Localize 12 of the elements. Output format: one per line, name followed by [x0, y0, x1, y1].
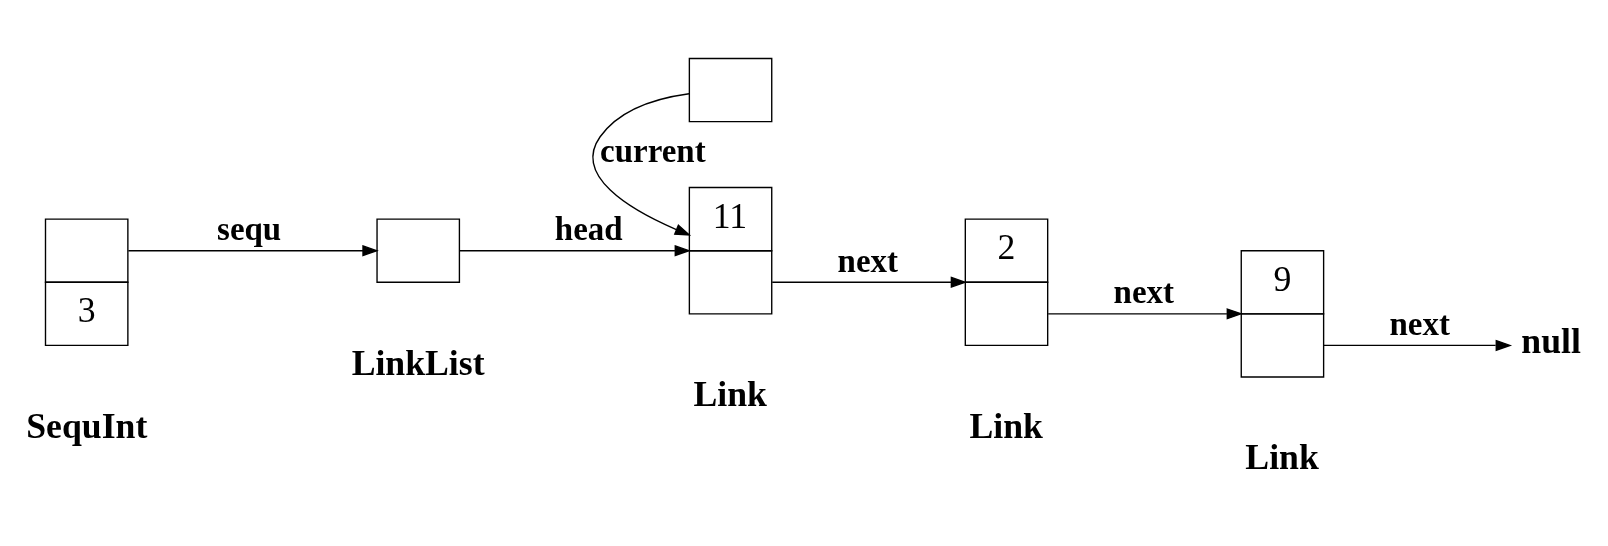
node-label: Link [969, 405, 1043, 446]
node-text: null [1521, 320, 1581, 361]
edge-label: sequ [217, 210, 282, 247]
node-label: LinkList [351, 342, 485, 383]
node-label: SequInt [26, 405, 148, 446]
edge-label: next [1389, 305, 1450, 342]
edge-label: next [1113, 274, 1174, 311]
edge-label: current [600, 132, 706, 169]
edge-label: next [837, 242, 899, 279]
node-label: Link [693, 374, 767, 415]
node-label: Link [1245, 437, 1319, 478]
edge-label: head [554, 210, 623, 247]
